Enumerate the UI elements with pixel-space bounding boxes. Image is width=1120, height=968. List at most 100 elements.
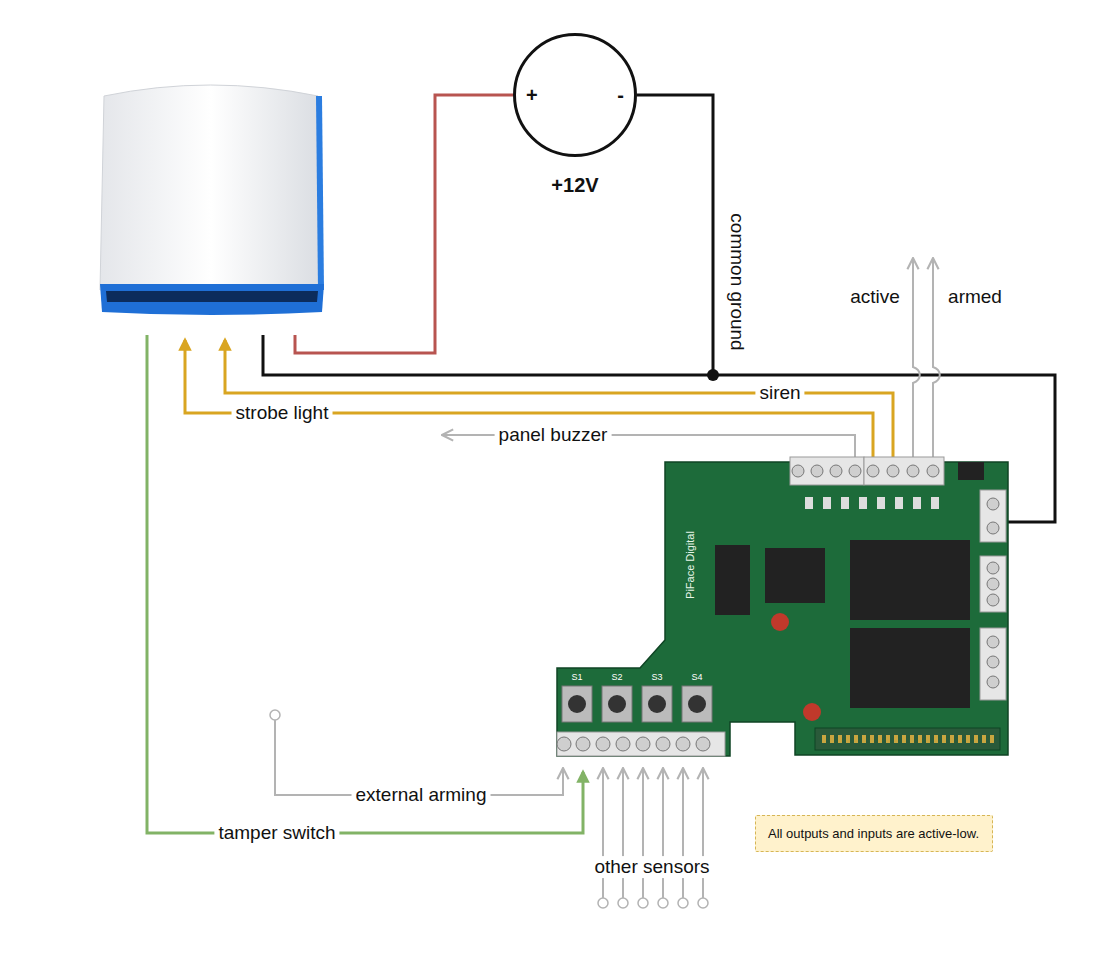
button-cap xyxy=(648,695,666,713)
button-label: S2 xyxy=(611,672,622,682)
header-pins xyxy=(822,735,994,743)
terminal-block xyxy=(864,457,944,485)
screw xyxy=(907,465,919,477)
led xyxy=(913,497,921,509)
led xyxy=(805,497,813,509)
signal-label: armed xyxy=(948,286,1002,308)
push-button xyxy=(682,686,712,722)
sensor-wire xyxy=(602,768,604,898)
screw xyxy=(596,737,610,751)
terminal-screws xyxy=(987,498,999,688)
button-cap xyxy=(608,695,626,713)
terminal-block xyxy=(790,457,864,485)
button-label: S3 xyxy=(651,672,662,682)
screw xyxy=(987,522,999,534)
relay xyxy=(850,540,970,620)
jumper xyxy=(958,462,984,480)
signal-label: active xyxy=(850,286,900,308)
screw xyxy=(792,465,804,477)
screw xyxy=(616,737,630,751)
armed-wire xyxy=(933,258,940,462)
input-terminal xyxy=(638,898,648,908)
chip xyxy=(715,545,750,615)
capacitor xyxy=(803,703,821,721)
strobe-wire xyxy=(185,340,873,462)
siren-wire xyxy=(225,340,893,462)
screw xyxy=(927,465,939,477)
led xyxy=(823,497,831,509)
terminal-block xyxy=(557,732,725,756)
sensor-wire xyxy=(642,768,644,898)
screw xyxy=(867,465,879,477)
active-wire xyxy=(913,258,920,462)
signal-label: siren xyxy=(755,382,804,404)
terminal-sign: - xyxy=(617,84,624,107)
pcb-board xyxy=(557,462,1008,756)
screw xyxy=(557,737,571,751)
screw xyxy=(576,737,590,751)
led xyxy=(841,497,849,509)
input-terminal xyxy=(270,710,280,720)
led xyxy=(877,497,885,509)
gpio-header xyxy=(815,728,1000,750)
screw xyxy=(987,636,999,648)
terminal-screws xyxy=(792,465,939,477)
signal-label: external arming xyxy=(352,784,491,806)
terminal-screws xyxy=(557,737,710,751)
voltage-label: +12V xyxy=(551,174,598,197)
push-button xyxy=(642,686,672,722)
relay xyxy=(850,628,970,708)
led xyxy=(931,497,939,509)
button-label: S4 xyxy=(691,672,702,682)
positive-wire xyxy=(295,95,513,353)
screw xyxy=(987,578,999,590)
wire-label: common ground xyxy=(726,213,748,350)
signal-label: other sensors xyxy=(590,856,713,878)
push-button xyxy=(602,686,632,722)
input-terminal xyxy=(678,898,688,908)
screw xyxy=(636,737,650,751)
push-button xyxy=(562,686,592,722)
siren-dark-band xyxy=(106,291,318,302)
sensor-wires xyxy=(603,768,703,898)
screw xyxy=(987,498,999,510)
screw xyxy=(696,737,710,751)
led xyxy=(895,497,903,509)
screw xyxy=(811,465,823,477)
sensor-wire xyxy=(662,768,664,898)
input-terminal xyxy=(618,898,628,908)
sensor-wire xyxy=(622,768,624,898)
battery-circle: +-+12V xyxy=(513,33,637,157)
junction-dot xyxy=(707,369,719,381)
push-buttons xyxy=(562,686,712,722)
siren-side-light xyxy=(316,96,324,290)
screw xyxy=(987,594,999,606)
screw xyxy=(656,737,670,751)
input-terminal xyxy=(658,898,668,908)
screw xyxy=(830,465,842,477)
input-terminal xyxy=(598,898,608,908)
tamper-wire xyxy=(147,335,583,833)
terminal-block xyxy=(980,490,1006,542)
screw xyxy=(887,465,899,477)
siren-blue-band xyxy=(100,284,324,315)
note-text: All outputs and inputs are active-low. xyxy=(768,826,979,841)
signal-label: tamper switch xyxy=(214,822,339,844)
sensor-wire xyxy=(682,768,684,898)
terminal-block xyxy=(980,556,1006,612)
button-cap xyxy=(568,695,586,713)
button-label: S1 xyxy=(571,672,582,682)
sensor-wire xyxy=(702,768,704,898)
signal-label: strobe light xyxy=(232,402,333,424)
board-name: PiFace Digital xyxy=(684,531,697,599)
ground-wire xyxy=(637,95,713,375)
screw xyxy=(987,676,999,688)
terminal-block xyxy=(980,628,1006,700)
capacitor xyxy=(771,613,789,631)
screw xyxy=(849,465,861,477)
chip xyxy=(765,548,825,603)
screw xyxy=(987,562,999,574)
siren-housing xyxy=(100,85,322,290)
led xyxy=(859,497,867,509)
